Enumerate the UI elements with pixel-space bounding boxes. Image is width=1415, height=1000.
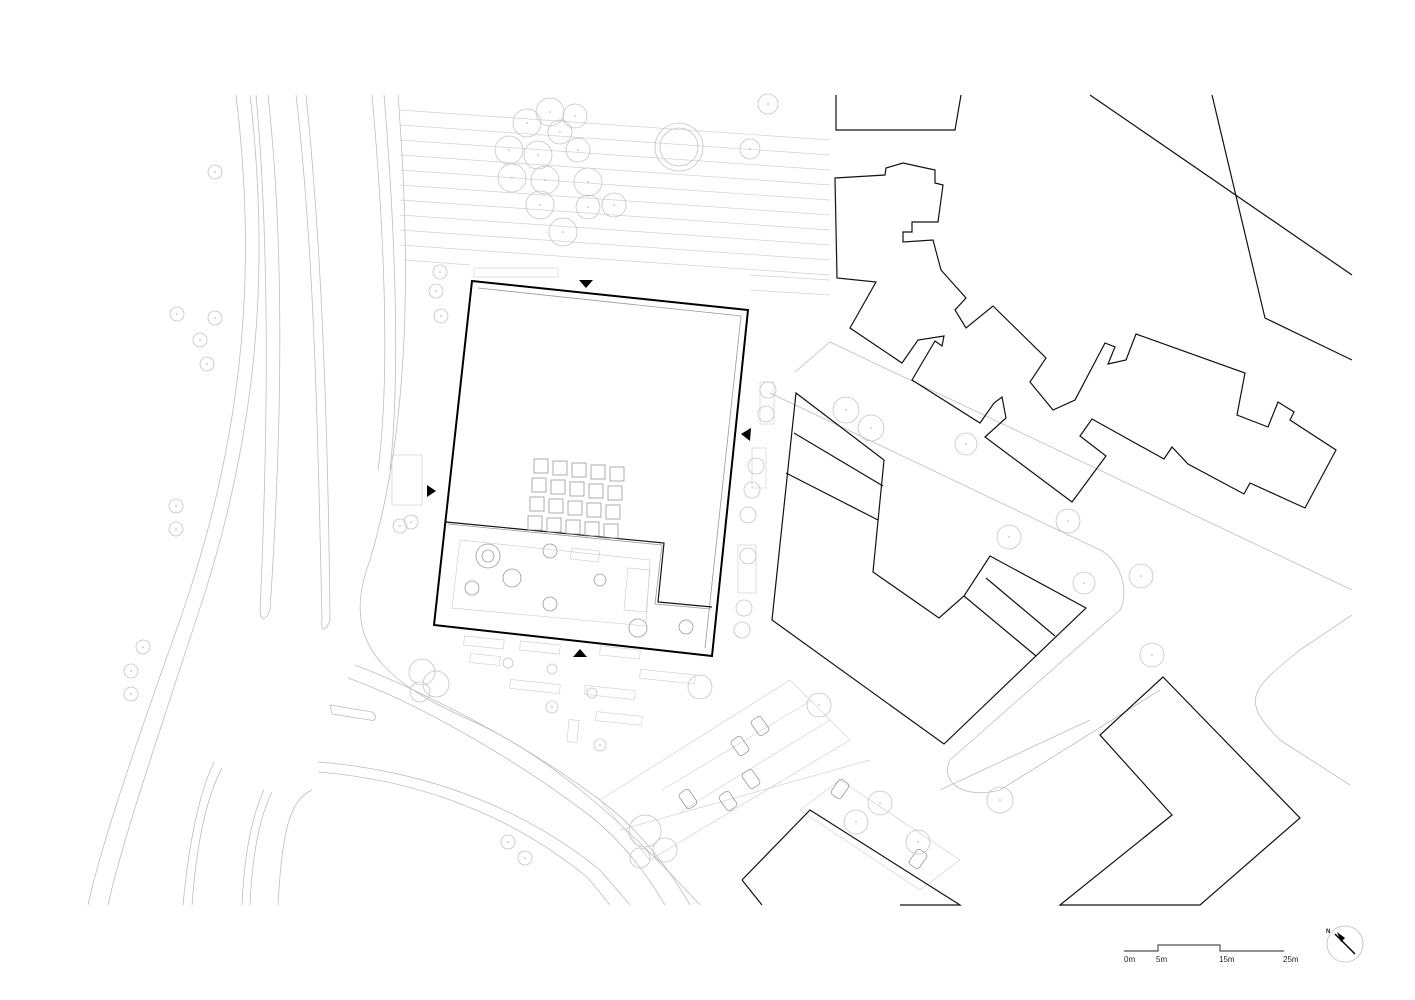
building-south-l: [741, 809, 963, 906]
entrance-markers: [427, 280, 751, 657]
entrance-north-icon: [579, 280, 593, 288]
main-building-outline: [432, 279, 750, 658]
trees: [123, 93, 1165, 869]
north-arrow-icon: N: [1326, 925, 1364, 963]
skylight-grid: [527, 458, 625, 539]
scale-label-25: 25m: [1283, 955, 1299, 964]
paving-strips: [391, 267, 775, 743]
east-street: [769, 341, 1353, 794]
building-southeast-l: [1058, 676, 1301, 906]
entrance-south-icon: [573, 649, 587, 657]
scale-label-5: 5m: [1156, 955, 1167, 964]
road-lines: [87, 94, 701, 906]
entrance-west-icon: [427, 485, 436, 497]
entrance-east-icon: [741, 428, 751, 441]
neighbor-buildings: [741, 94, 1353, 906]
building-diagonal-ne: [1089, 94, 1353, 276]
north-label: N: [1326, 929, 1330, 935]
lawn-hatching: [399, 109, 831, 296]
main-building: [432, 279, 750, 658]
building-north-small: [835, 94, 962, 131]
building-center-l: [771, 391, 1088, 745]
building-northeast-complex: [834, 162, 1337, 509]
courtyard-furniture: [451, 539, 694, 638]
scale-bar: 0m 5m 15m 25m: [1124, 944, 1299, 964]
scale-label-0: 0m: [1124, 955, 1135, 964]
parking-area: [599, 679, 961, 891]
scale-label-15: 15m: [1219, 955, 1235, 964]
